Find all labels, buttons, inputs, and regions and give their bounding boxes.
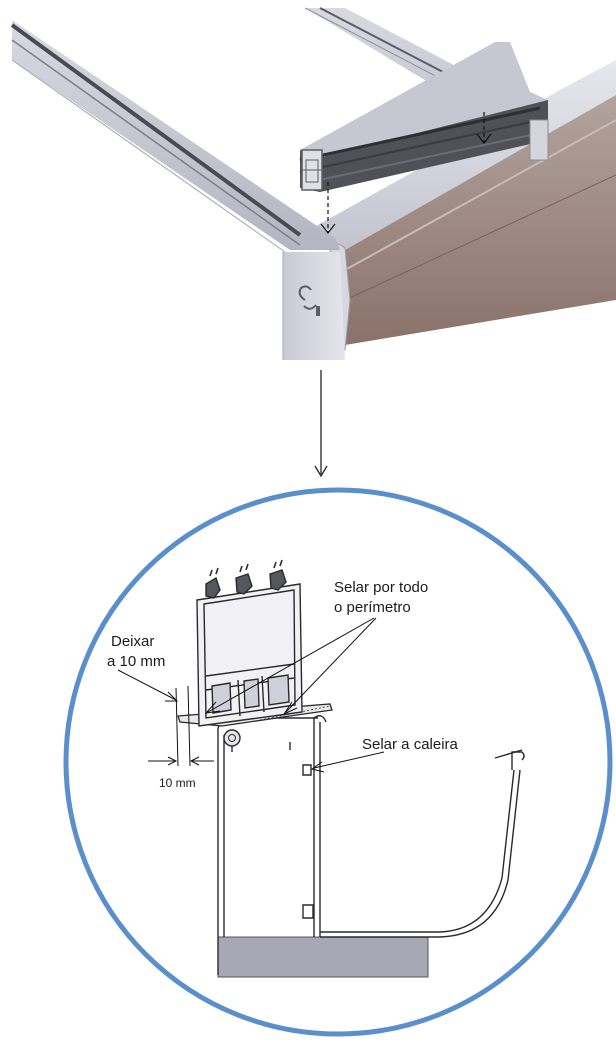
wall-block <box>217 936 429 978</box>
gutter-profile <box>217 715 525 975</box>
label-deixar-line1: Deixar <box>111 633 154 650</box>
side-rail <box>12 20 340 250</box>
detail-section: Deixar a 10 mm Selar por todo o perímetr… <box>63 487 613 1037</box>
assembly-illustration <box>10 7 616 360</box>
glazing-bar-profile <box>196 559 303 727</box>
post-bolt <box>298 285 317 310</box>
crossbar-top <box>300 42 548 158</box>
placement-arrow-left <box>320 182 336 234</box>
label-deixar-line2: a 10 mm <box>107 653 165 670</box>
leader-lines <box>117 617 385 773</box>
pivot-joint <box>223 729 241 747</box>
label-selar-perimetro-line2: o perímetro <box>334 599 411 616</box>
detail-pointer-arrow <box>314 370 328 478</box>
label-selar-caleira: Selar a caleira <box>362 736 459 753</box>
placement-arrow-right <box>476 112 492 144</box>
label-selar-perimetro-line1: Selar por todo <box>334 579 428 596</box>
label-dimension: 10 mm <box>159 776 196 790</box>
dimension-markers <box>148 685 214 767</box>
